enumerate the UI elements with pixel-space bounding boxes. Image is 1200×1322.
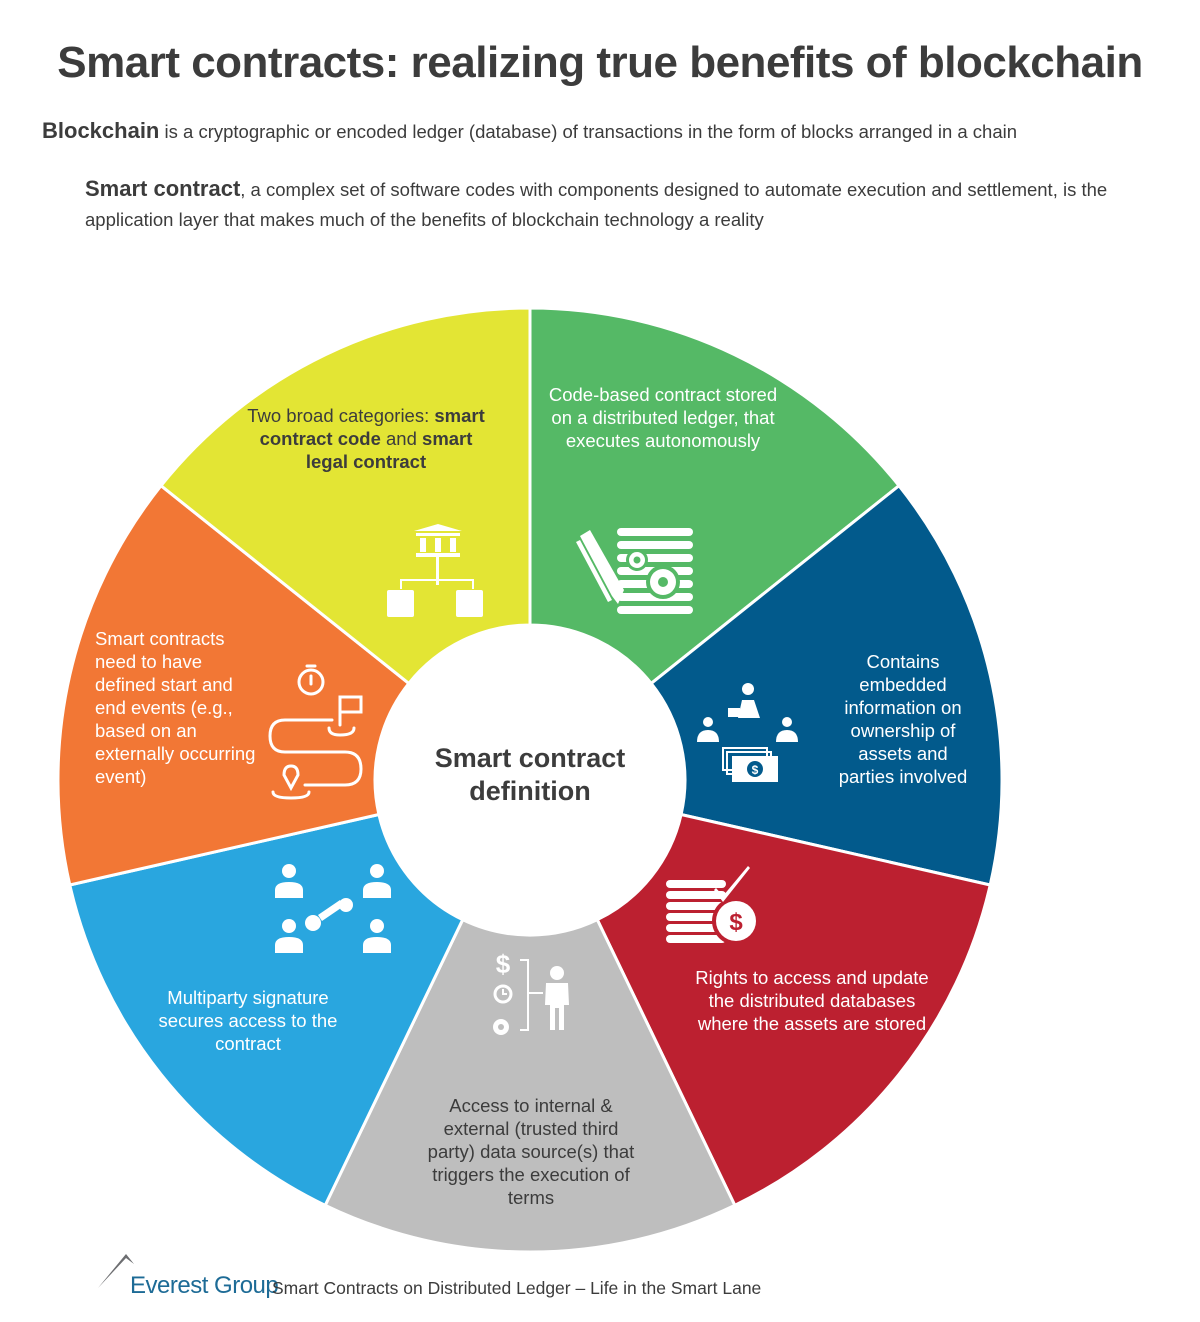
timer-route-flag-icon bbox=[268, 664, 363, 800]
multiparty-key-icon bbox=[275, 864, 391, 953]
segment-text-code-based: Code-based contract stored on a distribu… bbox=[548, 384, 778, 451]
categories-and: and bbox=[380, 428, 423, 449]
segment-text-access-rights: Rights to access and update the distribu… bbox=[695, 967, 929, 1034]
categories-intro: Two broad categories: bbox=[247, 405, 435, 426]
report-title: Smart Contracts on Distributed Ledger – … bbox=[272, 1278, 762, 1298]
segment-light-blue bbox=[68, 812, 465, 1208]
svg-text:$: $ bbox=[496, 949, 511, 979]
database-dollar-check-icon: $ bbox=[666, 866, 760, 945]
segment-gray bbox=[323, 917, 737, 1254]
segment-text-multiparty: Multiparty signature secures access to t… bbox=[158, 987, 338, 1054]
contract-pen-gears-icon bbox=[576, 528, 693, 614]
page-title: Smart contracts: realizing true benefits… bbox=[57, 38, 1143, 87]
segment-red bbox=[595, 812, 992, 1208]
smart-contract-def-text: , a complex set of software codes with c… bbox=[85, 179, 1108, 230]
segment-yellow bbox=[158, 306, 532, 686]
segment-text-two-categories: Two broad categories: smart contract cod… bbox=[246, 404, 486, 473]
wheel-center-label: Smart contract definition bbox=[434, 743, 626, 806]
svg-text:$: $ bbox=[729, 909, 743, 936]
category-smart-legal-contract: smart legal contract bbox=[305, 428, 473, 472]
blockchain-def-text: is a cryptographic or encoded ledger (da… bbox=[159, 121, 1018, 142]
segment-text-ownership: Contains embedded information on ownersh… bbox=[838, 651, 968, 787]
institution-hierarchy-icon bbox=[387, 524, 483, 617]
segment-text-data-sources: Access to internal & external (trusted t… bbox=[427, 1095, 635, 1208]
blockchain-term: Blockchain bbox=[42, 118, 160, 143]
smart-contract-term: Smart contract bbox=[85, 176, 241, 201]
category-smart-contract-code: smart contract code bbox=[259, 405, 485, 449]
brand-name: Everest Group bbox=[130, 1272, 279, 1299]
svg-text:$: $ bbox=[752, 763, 759, 777]
blockchain-definition: Blockchain is a cryptographic or encoded… bbox=[42, 118, 1017, 144]
segment-dark-blue bbox=[649, 483, 1004, 887]
ownership-people-money-icon: $ bbox=[697, 683, 798, 782]
segment-text-start-end-events: Smart contracts need to have defined sta… bbox=[95, 628, 256, 787]
data-source-person-icon: $ bbox=[493, 949, 569, 1035]
smart-contract-definition: Smart contract, a complex set of softwar… bbox=[85, 174, 1125, 235]
